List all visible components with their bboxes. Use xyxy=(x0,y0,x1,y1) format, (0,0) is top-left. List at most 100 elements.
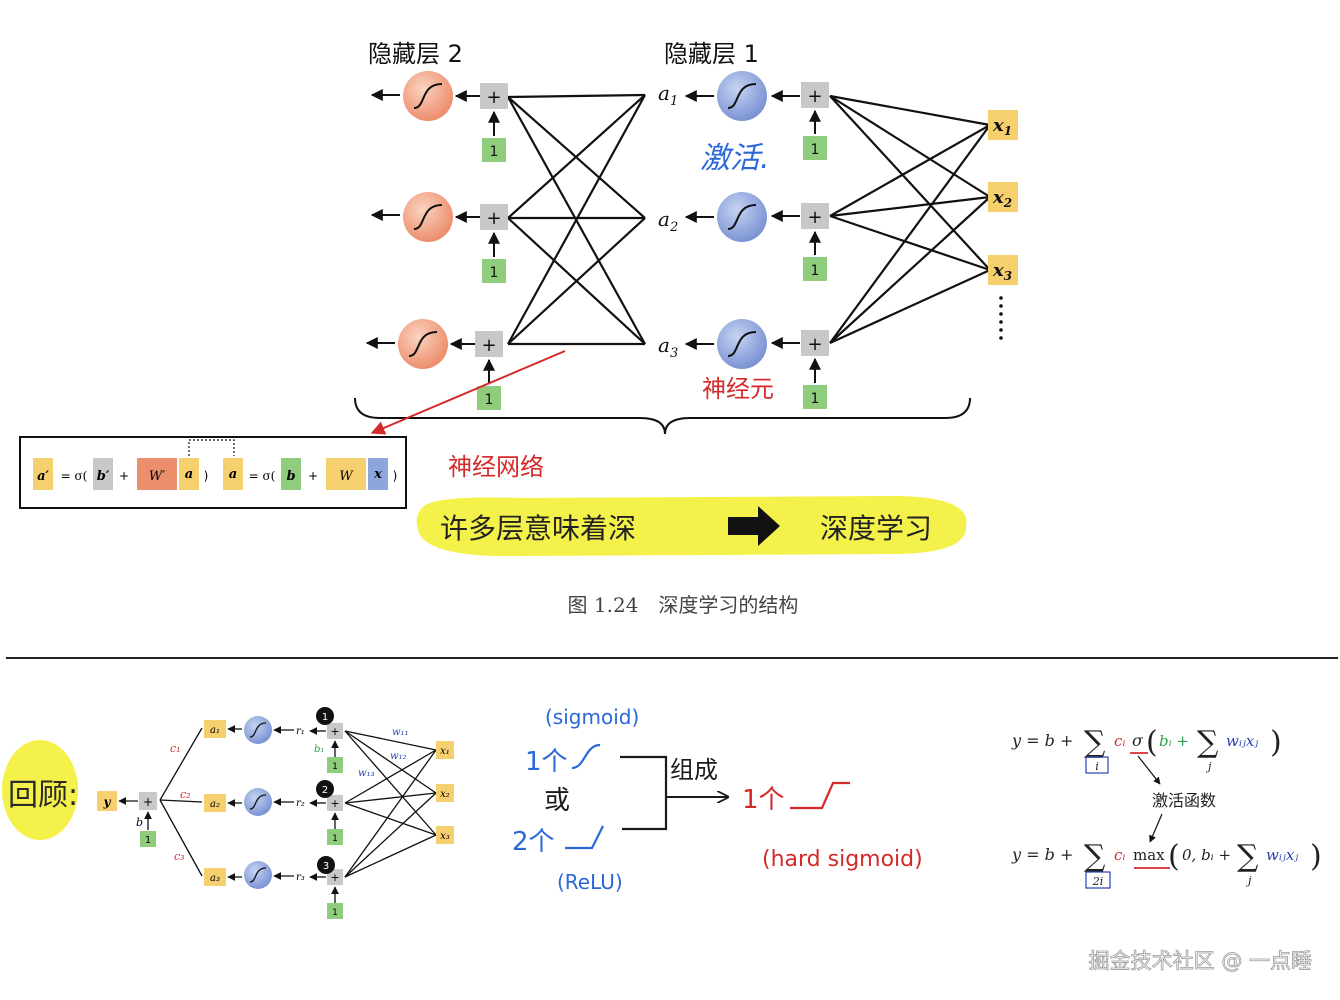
svg-text:1: 1 xyxy=(322,712,328,723)
layer2-neuron-1: + 1 xyxy=(370,71,508,162)
svg-text:= σ(: = σ( xyxy=(249,469,276,483)
svg-text:σ: σ xyxy=(1132,731,1144,750)
figure-caption: 图 1.24 深度学习的结构 xyxy=(568,593,799,617)
a3-label: a3 xyxy=(658,333,678,361)
svg-text:): ) xyxy=(1270,725,1282,760)
svg-text:x1: x1 xyxy=(992,115,1012,138)
watermark: 掘金技术社区 @ 一点睡 xyxy=(1089,949,1312,973)
svg-text:+: + xyxy=(143,795,153,809)
plus-node xyxy=(480,83,508,109)
svg-text:wᵢⱼxⱼ: wᵢⱼxⱼ xyxy=(1266,846,1298,864)
hard-sigmoid-note: (hard sigmoid) xyxy=(762,847,923,872)
option-two: 2个 xyxy=(512,827,555,857)
svg-text:x₃: x₃ xyxy=(440,831,450,842)
blue-sigmoid-node xyxy=(717,71,767,121)
layer2-neuron-2: + 1 xyxy=(370,192,508,283)
equation-relu: y = b + ∑ 2i cᵢ max ( 0, bᵢ + ∑ j wᵢⱼxⱼ … xyxy=(1011,839,1322,889)
svg-text:x2: x2 xyxy=(992,187,1012,210)
layer1-neuron-3: a3 + 1 xyxy=(658,319,829,409)
plus-node xyxy=(475,331,503,357)
svg-text:+: + xyxy=(481,335,496,356)
bias-one-box xyxy=(482,138,506,162)
svg-text:+: + xyxy=(308,469,318,483)
plus-node xyxy=(801,82,829,108)
svg-text:1: 1 xyxy=(145,835,151,846)
svg-text:b′: b′ xyxy=(97,469,110,484)
svg-text:bᵢ +: bᵢ + xyxy=(1159,732,1189,750)
svg-text:2: 2 xyxy=(322,785,328,796)
svg-text:(: ( xyxy=(1146,725,1158,760)
svg-text:y = b +: y = b + xyxy=(1011,845,1073,864)
svg-text:3: 3 xyxy=(323,861,329,872)
activation-note: 激活. xyxy=(700,141,770,176)
svg-text:j: j xyxy=(1205,760,1212,773)
svg-text:y: y xyxy=(103,795,112,809)
activation-function-label: 激活函数 xyxy=(1152,791,1216,810)
input-x1: x1 xyxy=(988,110,1018,140)
svg-text:cᵢ: cᵢ xyxy=(1114,732,1125,750)
orange-sigmoid-node xyxy=(403,192,453,242)
mini-network-connections xyxy=(159,727,437,878)
bias-one-box xyxy=(477,386,501,410)
hidden-layer-2-label: 隐藏层 2 xyxy=(368,40,463,68)
svg-text:max: max xyxy=(1133,846,1165,864)
svg-text:r₂: r₂ xyxy=(296,798,305,809)
svg-text:0, bᵢ +: 0, bᵢ + xyxy=(1182,846,1231,864)
relu-note: (ReLU) xyxy=(557,870,623,894)
c3-label: c₃ xyxy=(174,850,185,863)
w12-label: w₁₂ xyxy=(390,751,407,762)
svg-text:1: 1 xyxy=(811,142,820,158)
a2-label: a2 xyxy=(658,207,678,235)
svg-text:= σ(: = σ( xyxy=(61,469,88,483)
c1-label: c₁ xyxy=(170,742,181,755)
svg-text:a₃: a₃ xyxy=(210,873,220,884)
svg-text:x₂: x₂ xyxy=(440,789,450,800)
svg-text:1: 1 xyxy=(490,265,499,281)
w13-label: w₁₃ xyxy=(358,768,375,779)
svg-text:x: x xyxy=(373,467,382,482)
sigmoid-note: (sigmoid) xyxy=(545,705,639,729)
svg-text:2i: 2i xyxy=(1092,875,1104,888)
svg-text:+: + xyxy=(807,334,822,355)
bias-one-box xyxy=(803,385,827,409)
input-x2: x2 xyxy=(988,182,1018,212)
svg-text:∑: ∑ xyxy=(1237,839,1259,874)
red-pointer-arrow xyxy=(370,350,566,435)
svg-text:1: 1 xyxy=(332,762,338,772)
svg-text:1: 1 xyxy=(811,391,820,407)
svg-text:(: ( xyxy=(1168,839,1180,874)
more-inputs-dots xyxy=(999,296,1003,340)
mini-y-box xyxy=(97,791,117,811)
svg-text:wᵢⱼxⱼ: wᵢⱼxⱼ xyxy=(1226,732,1258,750)
svg-text:a: a xyxy=(185,467,193,482)
svg-text:cᵢ: cᵢ xyxy=(1114,846,1125,864)
mini-inputs: x₁ x₂ x₃ xyxy=(436,741,454,844)
svg-text:a₂: a₂ xyxy=(210,799,220,810)
bias-one-box xyxy=(803,257,827,281)
svg-text:+: + xyxy=(486,208,501,229)
svg-text:b: b xyxy=(136,816,143,829)
hard-sigmoid-curve-icon xyxy=(790,781,850,810)
svg-text:+: + xyxy=(486,87,501,108)
input-x3: x3 xyxy=(988,255,1018,285)
highlight-banner xyxy=(416,496,967,557)
svg-text:a₁: a₁ xyxy=(210,725,220,736)
b1-label: b₁ xyxy=(314,744,324,755)
mini-row-2: a₂ r₂ + 2 1 xyxy=(204,780,343,845)
layer2-neuron-3: + 1 xyxy=(365,319,503,410)
sigmoid-curve-icon xyxy=(571,743,601,770)
svg-text:b: b xyxy=(286,469,295,484)
option-one: 1个 xyxy=(525,747,568,777)
blue-sigmoid-node xyxy=(717,192,767,242)
svg-text:+: + xyxy=(807,86,822,107)
orange-sigmoid-node xyxy=(398,319,448,369)
svg-text:W′: W′ xyxy=(149,469,165,484)
hidden-layer-1-label: 隐藏层 1 xyxy=(664,40,759,68)
svg-text:+: + xyxy=(330,797,339,810)
w11-label: w₁₁ xyxy=(392,727,409,738)
svg-text:+: + xyxy=(119,469,129,483)
orange-sigmoid-node xyxy=(403,71,453,121)
banner-arrow-icon xyxy=(728,506,780,546)
formula-box: a′ = σ( b′ + W′ a ) a = σ( b + W x ) xyxy=(19,436,407,509)
